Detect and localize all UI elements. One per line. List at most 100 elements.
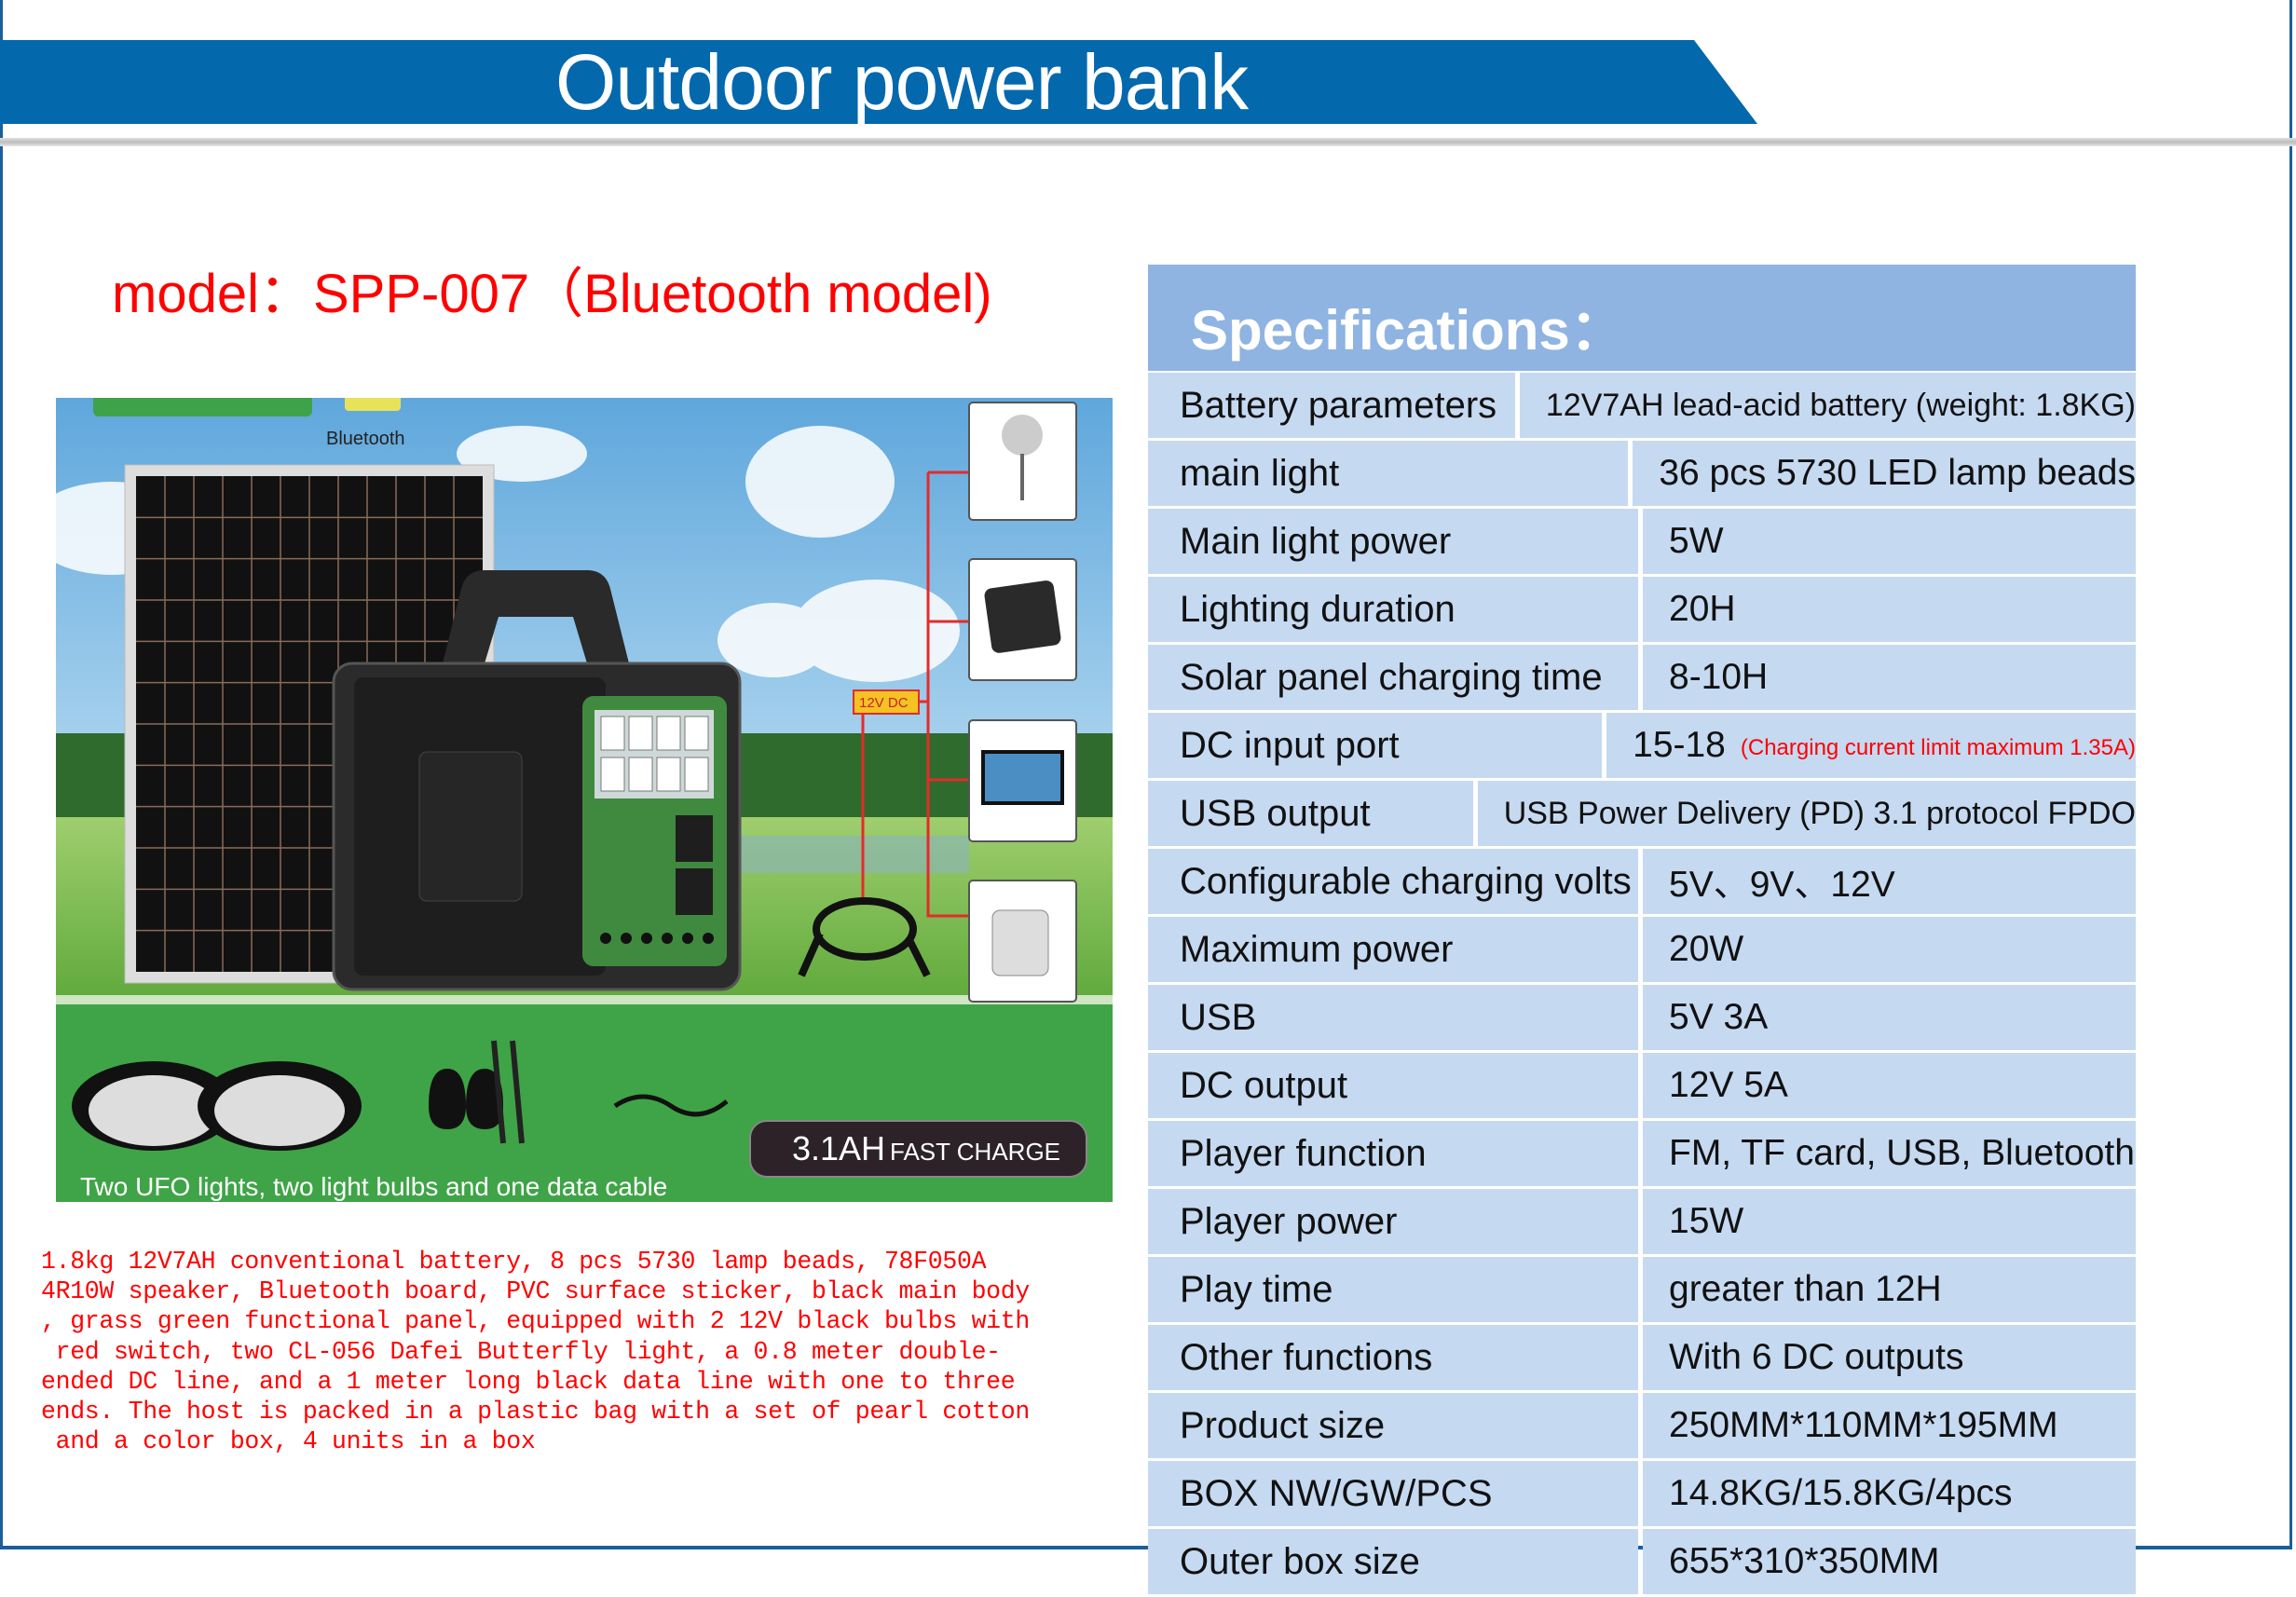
product-description: 1.8kg 12V7AH conventional battery, 8 pcs… [41, 1247, 1030, 1456]
spec-value: 655*310*350MM [1643, 1529, 2136, 1594]
spec-value: 20W [1643, 917, 2136, 982]
spec-value-text: 20H [1669, 589, 1736, 629]
dc-connection-lines [861, 471, 969, 918]
spec-value-text: 20W [1669, 929, 1744, 969]
spec-row: Battery parameters 12V7AH lead-acid batte… [1148, 373, 2136, 438]
spec-row: Outer box size 655*310*350MM [1148, 1529, 2136, 1594]
description-line: , grass green functional panel, equipped… [41, 1307, 1030, 1336]
spec-label: Solar panel charging time [1148, 645, 1638, 710]
spec-value-text: 250MM*110MM*195MM [1669, 1405, 2058, 1445]
spec-value: FM, TF card, USB, Bluetooth [1643, 1121, 2136, 1186]
spec-row: DC input port 15-18 (Charging current limi… [1148, 713, 2136, 778]
spec-row: Solar panel charging time 8-10H [1148, 645, 2136, 710]
spec-value-text: 15-18 [1633, 725, 1726, 765]
router-icon [984, 580, 1061, 653]
spec-value: 36 pcs 5730 LED lamp beads [1633, 441, 2136, 506]
description-line: ended DC line, and a 1 meter long black … [41, 1367, 1016, 1396]
spec-row: DC output 12V 5A [1148, 1053, 2136, 1118]
spec-value: 8-10H [1643, 645, 2136, 710]
spec-label: Main light power [1148, 509, 1638, 574]
spec-label: Player power [1148, 1189, 1638, 1254]
spec-value-text: 655*310*350MM [1669, 1541, 1940, 1581]
spec-row: USB 5V 3A [1148, 985, 2136, 1050]
spec-value: 15W [1643, 1189, 2136, 1254]
spec-value-text: 5V 3A [1669, 997, 1769, 1037]
page-title: Outdoor power bank [555, 38, 1249, 126]
spec-value-text: greater than 12H [1669, 1269, 1942, 1309]
spec-note: (Charging current limit maximum 1.35A) [1740, 735, 2136, 760]
spec-value: 20H [1643, 577, 2136, 642]
spec-value-text: 12V 5A [1669, 1065, 1788, 1105]
description-line: and a color box, 4 units in a box [41, 1427, 536, 1456]
description-line: 1.8kg 12V7AH conventional battery, 8 pcs… [41, 1248, 987, 1276]
spec-label: Player function [1148, 1121, 1638, 1186]
spec-value: 15-18 (Charging current limit maximum 1.3… [1606, 713, 2136, 778]
spec-label: USB [1148, 985, 1638, 1050]
spec-row: Configurable charging volts 5V、9V、12V [1148, 849, 2136, 914]
spec-label: Configurable charging volts [1148, 849, 1638, 914]
top-yellow-tab [345, 398, 401, 411]
spec-value-text: 14.8KG/15.8KG/4pcs [1669, 1473, 2013, 1513]
spec-label: Outer box size [1148, 1529, 1638, 1594]
product-image: Bluetooth 12V DC [56, 398, 1113, 1202]
specifications-title: Specifications： [1191, 299, 1626, 362]
dc-label: 12V DC [859, 695, 909, 711]
spec-value: 250MM*110MM*195MM [1643, 1393, 2136, 1458]
description-line: red switch, two CL-056 Dafei Butterfly l… [41, 1337, 1001, 1366]
spec-row: Player function FM, TF card, USB, Bluetoo… [1148, 1121, 2136, 1186]
specifications-table: Battery parameters 12V7AH lead-acid batte… [1148, 373, 2136, 1597]
spec-value: USB Power Delivery (PD) 3.1 protocol FPD… [1477, 781, 2136, 846]
spec-value: 5W [1643, 509, 2136, 574]
bluetooth-label: Bluetooth [326, 429, 405, 449]
spec-value-text: 15W [1669, 1201, 1744, 1241]
top-green-tab [93, 398, 312, 416]
spec-row: Player power 15W [1148, 1189, 2136, 1254]
spec-value-text: 5V、9V、12V [1669, 865, 1895, 905]
spec-value: 5V 3A [1643, 985, 2136, 1050]
spec-value: 14.8KG/15.8KG/4pcs [1643, 1461, 2136, 1526]
spec-label: Other functions [1148, 1325, 1638, 1390]
spec-label: Lighting duration [1148, 577, 1638, 642]
spec-label: DC output [1148, 1053, 1638, 1118]
spec-label: Play time [1148, 1257, 1638, 1322]
spec-value: 12V7AH lead-acid battery (weight: 1.8KG) [1519, 373, 2136, 438]
spec-row: main light 36 pcs 5730 LED lamp beads [1148, 441, 2136, 506]
spec-row: Lighting duration 20H [1148, 577, 2136, 642]
light-bulbs [429, 1040, 525, 1144]
spec-value-text: 5W [1669, 521, 1724, 561]
spec-label: Battery parameters [1148, 373, 1515, 438]
spec-row: Other functions With 6 DC outputs [1148, 1325, 2136, 1390]
spec-label: main light [1148, 441, 1629, 506]
spec-value: With 6 DC outputs [1643, 1325, 2136, 1390]
spec-value-text: With 6 DC outputs [1669, 1337, 1964, 1377]
spec-value: greater than 12H [1643, 1257, 2136, 1322]
dc-label-box [853, 689, 920, 715]
dc-cable-icon [798, 897, 931, 977]
spec-label: Product size [1148, 1393, 1638, 1458]
svg-text:3.1AH: 3.1AH [792, 1129, 885, 1167]
fast-charge-badge: 3.1AH FAST CHARGE [749, 1120, 1087, 1178]
power-bank-device [332, 570, 742, 991]
description-line: 4R10W speaker, Bluetooth board, PVC surf… [41, 1277, 1030, 1306]
accessories-caption: Two UFO lights, two light bulbs and one … [80, 1172, 667, 1201]
spec-value-text: 36 pcs 5730 LED lamp beads [1659, 453, 2136, 493]
description-line: ends. The host is packed in a plastic ba… [41, 1398, 1030, 1426]
spec-value-text: 12V7AH lead-acid battery (weight: 1.8KG) [1545, 387, 2136, 423]
spec-value: 12V 5A [1643, 1053, 2136, 1118]
specifications-header: Specifications： [1148, 265, 2136, 371]
spec-label: USB output [1148, 781, 1473, 846]
data-cable [613, 1094, 729, 1117]
ufo-lights [72, 1061, 362, 1151]
spec-value-text: 8-10H [1669, 657, 1769, 697]
title-banner [0, 40, 1757, 124]
svg-text:FAST CHARGE: FAST CHARGE [890, 1138, 1060, 1166]
fan-icon [1002, 415, 1043, 500]
spec-label: DC input port [1148, 713, 1603, 778]
spec-row: Main light power 5W [1148, 509, 2136, 574]
spec-value: 5V、9V、12V [1643, 849, 2136, 914]
spec-value-text: FM, TF card, USB, Bluetooth [1669, 1133, 2135, 1173]
divider [0, 138, 2296, 146]
